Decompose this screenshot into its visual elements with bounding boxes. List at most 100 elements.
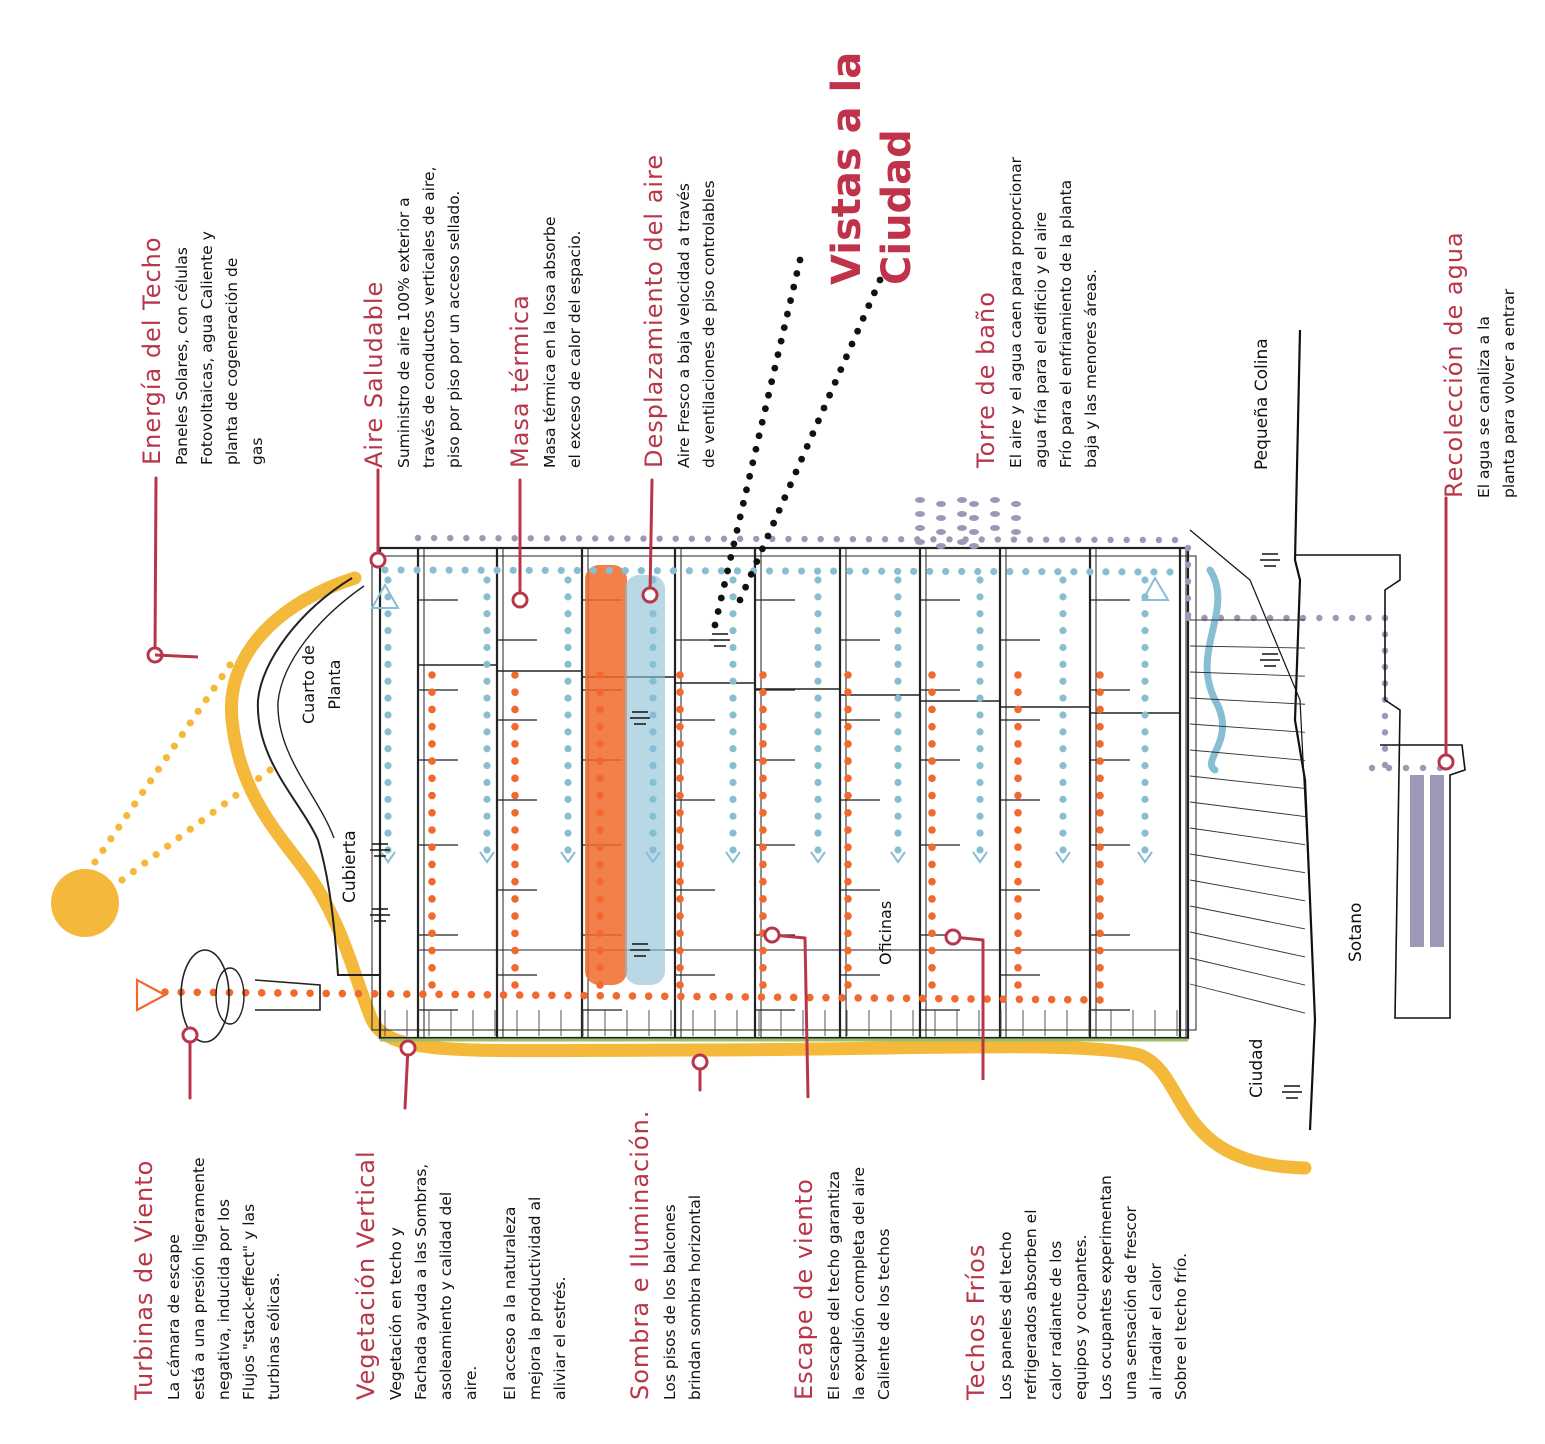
water-dot — [1091, 536, 1098, 543]
cool-air-dot — [976, 576, 984, 584]
water-dot — [1365, 614, 1372, 622]
cool-air-dot — [1059, 778, 1067, 787]
note-desplazamiento-line: Aire Fresco a baja velocidad a través — [675, 183, 693, 468]
sun-ray-dot — [220, 800, 229, 808]
city-view-dot — [798, 455, 805, 463]
water-dot — [1316, 614, 1323, 622]
plant-sprig-icon — [370, 908, 390, 922]
cool-air-dot — [894, 711, 902, 719]
city-view-dot — [771, 364, 779, 372]
warm-air-dot — [428, 860, 436, 869]
cool-air-dot — [813, 567, 822, 575]
city-view-dot — [777, 337, 785, 345]
warm-air-dot — [676, 688, 684, 697]
water-dot — [978, 536, 985, 543]
city-view-dot — [837, 366, 845, 373]
warm-air-dot — [870, 994, 879, 1002]
water-dot — [785, 535, 792, 543]
warm-air-dot — [886, 994, 895, 1003]
warm-air-dot — [403, 990, 411, 998]
hill-contour — [1189, 931, 1306, 958]
cool-air-dot — [845, 567, 854, 575]
cool-air-dot — [649, 694, 657, 702]
cool-air-dot — [483, 610, 491, 618]
sun-ray-dot — [266, 766, 274, 774]
city-view-dot — [820, 404, 828, 412]
leader-desplazamiento-line — [648, 478, 654, 597]
sun-ray-dot — [107, 835, 115, 843]
warm-air-dot — [428, 705, 436, 714]
warm-air-dot — [428, 774, 436, 783]
warm-air-dot — [759, 757, 767, 765]
label-cubierta: Cubierta — [340, 830, 360, 903]
sun-ray-dot — [131, 800, 139, 808]
cool-air-dot — [1070, 568, 1078, 576]
warm-air-dot — [1031, 995, 1040, 1004]
warm-air-dot — [1096, 808, 1104, 817]
water-dot — [720, 535, 728, 543]
warm-air-dot — [854, 994, 862, 1002]
cool-air-dot — [1006, 567, 1014, 576]
city-view-dot — [780, 324, 788, 331]
pequena-colina-text: Pequeña Colina — [1252, 338, 1272, 470]
note-aire-line: piso por piso por un acceso sellado. — [445, 190, 463, 468]
cool-air-dot — [557, 566, 565, 575]
cool-air-dot — [894, 846, 902, 854]
warm-air-dot — [759, 843, 767, 852]
note-vegetacion-line: Vegetación en techo y — [387, 1227, 405, 1400]
cool-air-dot — [509, 566, 517, 574]
sun-ray-dot — [178, 730, 186, 739]
vistas-line: Vistas a la — [824, 51, 870, 285]
cool-air-dot — [1059, 728, 1067, 736]
plant-sprig-icon — [1282, 1085, 1302, 1099]
cool-air-dot — [649, 677, 657, 685]
cool-air-dot — [1086, 568, 1094, 576]
warm-air-dot — [274, 989, 282, 997]
water-dot — [1010, 536, 1018, 543]
plant-room-outline — [256, 577, 380, 976]
leader-aire-dot — [369, 551, 387, 569]
warm-air-dot — [419, 990, 427, 999]
sun-ray-dot — [146, 777, 155, 785]
cool-air-dot — [483, 576, 491, 584]
water-drop — [936, 515, 946, 521]
label-oficinas: Oficinas — [876, 901, 895, 965]
water-drop — [969, 515, 979, 521]
cool-air-dot — [1054, 568, 1062, 576]
cool-air-dot — [384, 694, 392, 702]
note-vegetacion: Vegetación Vertical Vegetación en techo … — [352, 1150, 573, 1400]
cool-air-dot — [1141, 745, 1149, 753]
warm-air-dot — [1014, 774, 1022, 783]
cool-air-dot — [397, 566, 405, 574]
cool-air-dot — [477, 566, 485, 574]
cool-air-dot — [926, 567, 934, 575]
water-dot — [881, 536, 889, 543]
cool-air-dot — [814, 694, 822, 702]
note-techos-line: Los ocupantes experimentan — [1097, 1175, 1115, 1400]
cool-air-dot — [573, 566, 581, 575]
leader-escape-line — [803, 937, 810, 1099]
warm-air-dot — [844, 981, 852, 989]
warm-air-dot — [1014, 722, 1022, 731]
water-drop — [957, 525, 967, 531]
warm-air-dot — [759, 774, 767, 783]
water-drop — [969, 529, 979, 535]
warm-air-dot — [759, 963, 767, 972]
water-dot — [736, 535, 744, 543]
city-view-dot — [743, 486, 750, 494]
hill-contour — [1189, 879, 1306, 902]
sun-ray-dot — [91, 858, 99, 866]
cool-air-dot — [814, 576, 822, 584]
warm-air-dot — [844, 946, 852, 955]
cool-air-dot — [1059, 694, 1067, 702]
warm-air-dot — [548, 991, 556, 1000]
cool-air-dot — [483, 812, 491, 820]
warm-air-dot — [676, 843, 684, 852]
warm-air-dot — [741, 993, 750, 1001]
city-view-dot — [787, 481, 794, 489]
cool-air-dot — [894, 728, 902, 736]
cool-air-dot — [483, 778, 491, 787]
cool-air-dot — [729, 745, 737, 753]
note-vistas: Vistas a la Ciudad — [822, 52, 922, 285]
city-view-dot — [781, 494, 789, 501]
